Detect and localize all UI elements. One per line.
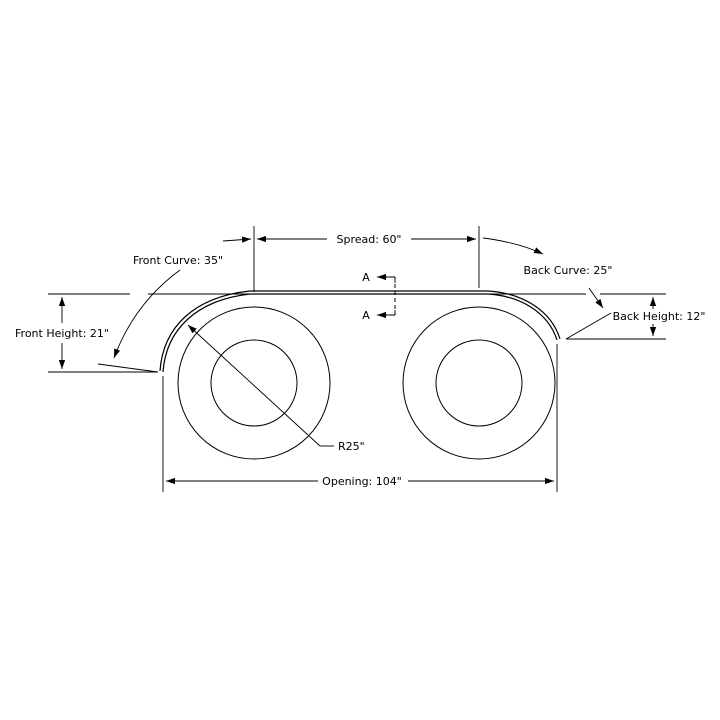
radius-label: R25"	[338, 440, 365, 453]
front-curve-label: Front Curve: 35"	[133, 254, 223, 267]
back-curve-leader	[482, 237, 544, 255]
back-height-dimension	[565, 293, 666, 340]
opening-dimension	[162, 344, 558, 492]
front-height-label: Front Height: 21"	[15, 327, 109, 340]
back-curve-pointer	[588, 287, 604, 309]
back-height-label: Back Height: 12"	[613, 310, 706, 323]
section-label-top: A	[362, 271, 370, 284]
front-curve-leader	[113, 269, 181, 359]
spread-dimension	[222, 226, 480, 292]
rear-wheel	[402, 306, 556, 460]
radius-callout	[187, 324, 334, 447]
section-label-bottom: A	[362, 309, 370, 322]
fender-profile	[159, 290, 561, 373]
opening-label: Opening: 104"	[322, 475, 402, 488]
section-marker	[377, 273, 396, 319]
front-wheel	[177, 306, 331, 460]
spread-label: Spread: 60"	[337, 233, 402, 246]
back-curve-label: Back Curve: 25"	[524, 264, 613, 277]
front-height-dimension	[48, 293, 159, 373]
